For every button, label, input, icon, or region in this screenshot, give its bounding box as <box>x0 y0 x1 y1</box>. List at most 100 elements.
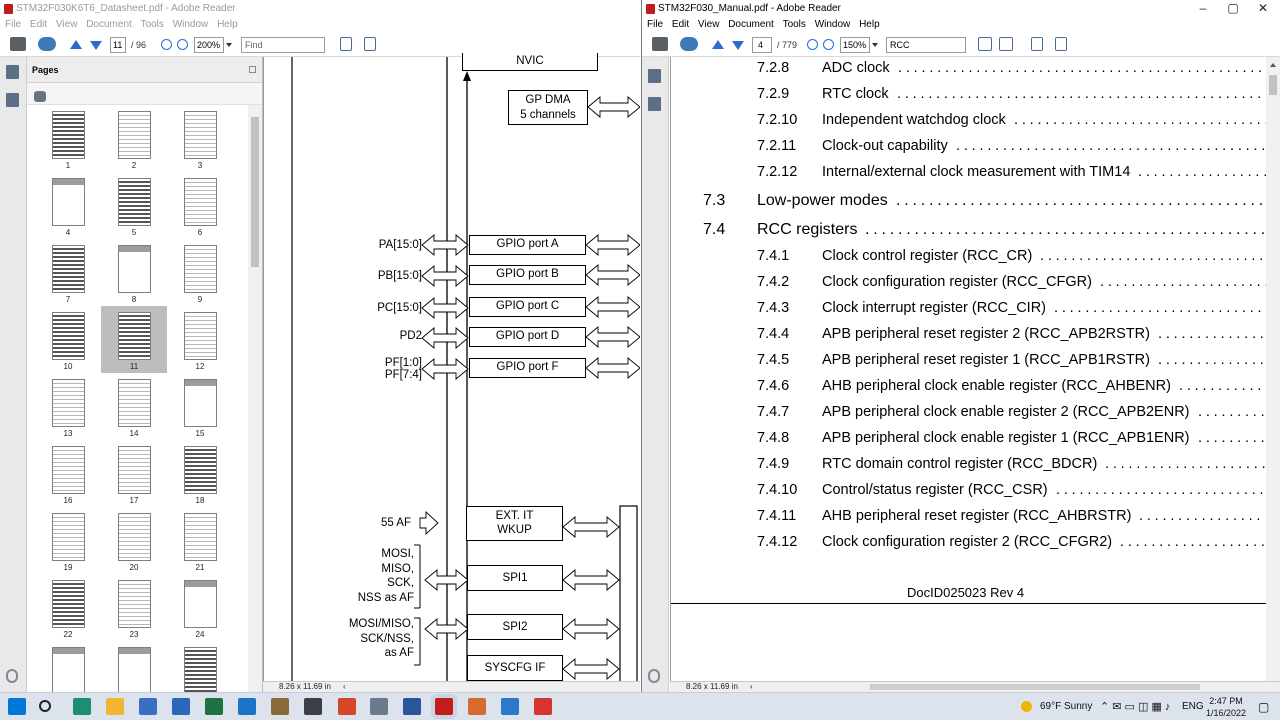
zoom-out-icon[interactable] <box>807 39 818 50</box>
menu-window[interactable]: Window <box>814 19 851 30</box>
system-tray-icons[interactable]: ⌃ ✉ ▭ ◫ ▦ ♪ <box>1100 701 1171 713</box>
maximize-icon[interactable]: ▢ <box>1227 1 1239 15</box>
page-thumbnail[interactable]: 13 <box>35 373 101 440</box>
page-thumbnail[interactable]: 24 <box>167 574 233 641</box>
previous-page-icon[interactable] <box>712 40 724 49</box>
full-screen-icon[interactable] <box>364 37 376 51</box>
page-thumbnail[interactable]: 9 <box>167 239 233 306</box>
page-thumbnail[interactable]: 16 <box>35 440 101 507</box>
file-explorer-icon[interactable] <box>106 698 124 715</box>
attachment-icon[interactable] <box>648 669 660 683</box>
scroll-thumb[interactable] <box>1269 75 1277 95</box>
find-input[interactable]: RCC <box>886 37 966 53</box>
minimize-icon[interactable]: – <box>1199 1 1207 15</box>
menu-view[interactable]: View <box>55 19 78 30</box>
bookmarks-icon[interactable] <box>6 93 19 107</box>
page-thumbnail[interactable]: 19 <box>35 507 101 574</box>
pages-icon[interactable] <box>6 65 19 79</box>
zoom-level-input[interactable]: 150% <box>840 37 870 53</box>
scroll-left-icon[interactable]: ‹ <box>750 682 753 691</box>
scroll-thumb[interactable] <box>251 117 259 267</box>
chevron-down-icon[interactable] <box>226 43 232 47</box>
thumbnail-scrollbar[interactable] <box>248 105 262 692</box>
page-thumbnail[interactable]: 21 <box>167 507 233 574</box>
page-thumbnail[interactable]: 17 <box>101 440 167 507</box>
chip-tool-icon[interactable] <box>304 698 322 715</box>
options-gear-icon[interactable] <box>34 91 46 102</box>
page-thumbnail[interactable]: 2 <box>101 105 167 172</box>
document-scrollbar[interactable] <box>1266 57 1280 681</box>
find-next-icon[interactable] <box>999 37 1013 51</box>
print-icon[interactable] <box>10 37 26 51</box>
next-page-icon[interactable] <box>732 41 744 50</box>
zoom-level-input[interactable]: 200% <box>194 37 224 53</box>
weather-text[interactable]: 69°F Sunny <box>1040 701 1093 712</box>
page-thumbnail[interactable]: 14 <box>101 373 167 440</box>
close-panel-icon[interactable] <box>249 66 256 73</box>
ie-icon[interactable] <box>238 698 256 715</box>
find-input[interactable]: Find <box>241 37 325 53</box>
menu-help[interactable]: Help <box>859 19 880 30</box>
horizontal-scroll-thumb[interactable] <box>870 684 1200 690</box>
print-icon[interactable] <box>652 37 668 51</box>
previous-page-icon[interactable] <box>70 40 82 49</box>
windows-icon[interactable] <box>8 698 26 715</box>
search-icon[interactable] <box>39 700 51 712</box>
weather-icon[interactable] <box>1021 693 1032 721</box>
menu-document[interactable]: Document <box>86 19 132 30</box>
pdf-tool-icon[interactable] <box>271 698 289 715</box>
page-thumbnail[interactable]: 15 <box>167 373 233 440</box>
page-thumbnail[interactable]: 6 <box>167 172 233 239</box>
menu-view[interactable]: View <box>697 19 720 30</box>
menu-tools[interactable]: Tools <box>782 19 806 30</box>
mail-icon[interactable] <box>172 698 190 715</box>
scroll-left-icon[interactable]: ‹ <box>343 682 346 691</box>
page-thumbnail[interactable]: 11 <box>101 306 167 373</box>
share-icon[interactable] <box>680 37 698 51</box>
page-number-input[interactable]: 4 <box>752 37 772 53</box>
zoom-out-icon[interactable] <box>161 39 172 50</box>
full-screen-icon[interactable] <box>1055 37 1067 51</box>
zoom-in-icon[interactable] <box>177 39 188 50</box>
page-thumbnail[interactable]: 7 <box>35 239 101 306</box>
page-thumbnail[interactable]: 26 <box>101 641 167 692</box>
chevron-down-icon[interactable] <box>872 43 878 47</box>
menu-edit[interactable]: Edit <box>29 19 48 30</box>
clock[interactable]: 2:47 PM 1/16/2022 <box>1206 696 1246 718</box>
menu-file[interactable]: File <box>647 19 664 30</box>
close-icon[interactable]: ✕ <box>1257 1 1269 15</box>
office-icon[interactable] <box>338 698 356 715</box>
page-thumbnail[interactable]: 18 <box>167 440 233 507</box>
pages-icon[interactable] <box>648 69 661 83</box>
scroll-up-icon[interactable] <box>1270 63 1276 67</box>
ide-icon[interactable] <box>501 698 519 715</box>
page-thumbnail[interactable]: 12 <box>167 306 233 373</box>
page-thumbnail[interactable]: 8 <box>101 239 167 306</box>
next-page-icon[interactable] <box>90 41 102 50</box>
page-thumbnail[interactable]: 25 <box>35 641 101 692</box>
page-thumbnail[interactable]: 1 <box>35 105 101 172</box>
menu-tools[interactable]: Tools <box>140 19 164 30</box>
page-number-input[interactable]: 11 <box>110 37 126 53</box>
page-thumbnail[interactable]: 4 <box>35 172 101 239</box>
share-icon[interactable] <box>38 37 56 51</box>
find-previous-icon[interactable] <box>978 37 992 51</box>
store-icon[interactable] <box>139 698 157 715</box>
